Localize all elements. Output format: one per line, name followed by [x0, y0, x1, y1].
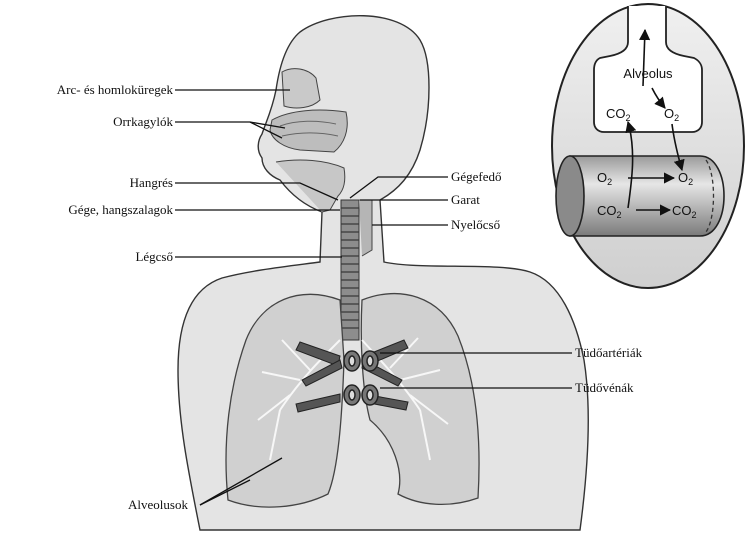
label-trachea: Légcső	[135, 249, 173, 264]
label-alveoli: Alveolusok	[128, 497, 188, 512]
label-glottis: Hangrés	[130, 175, 173, 190]
label-esophagus: Nyelőcső	[451, 217, 500, 232]
gas-exchange-inset: Alveolus CO2 O2 O2 O2 CO2 CO2	[552, 4, 744, 288]
label-epiglottis: Gégefedő	[451, 169, 502, 184]
label-pulmonary-arteries: Tüdőartériák	[575, 345, 643, 360]
label-pharynx: Garat	[451, 192, 480, 207]
label-pulmonary-veins: Tüdővénák	[575, 380, 634, 395]
label-larynx: Gége, hangszalagok	[68, 202, 173, 217]
label-nasal-conchae: Orrkagylók	[113, 114, 173, 129]
inset-label-alveolus: Alveolus	[623, 66, 673, 81]
label-sinuses: Arc- és homloküregek	[57, 82, 174, 97]
